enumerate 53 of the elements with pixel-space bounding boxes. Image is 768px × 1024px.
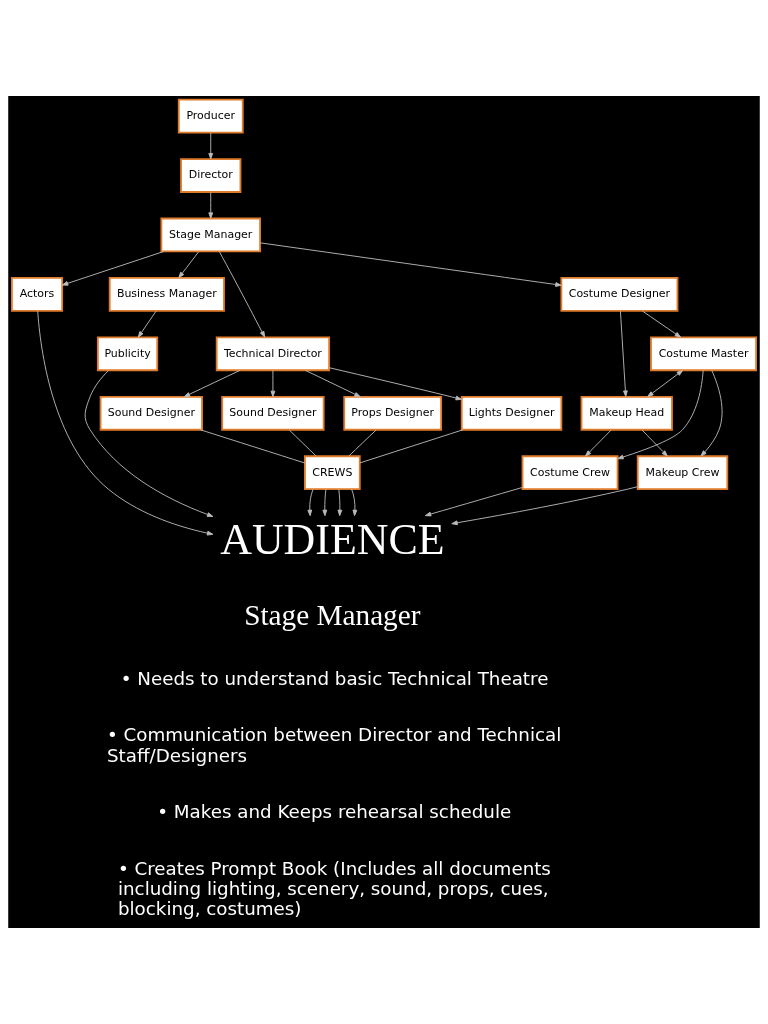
node-box: Producer [177, 98, 244, 134]
node-box: Makeup Crew [636, 455, 729, 491]
node-box: Costume Designer [560, 277, 679, 312]
node-box: Costume Master [650, 336, 758, 372]
connector [199, 429, 306, 464]
connector [359, 429, 464, 464]
arrow [307, 488, 314, 517]
arrow [137, 310, 157, 338]
node-box: Actors [10, 277, 64, 312]
arrow [641, 429, 668, 457]
arrow [61, 251, 165, 286]
connector [288, 429, 317, 457]
arrow [37, 310, 214, 536]
arrow [183, 369, 241, 398]
node-box: Sound Designer [221, 395, 325, 431]
arrow [260, 242, 562, 287]
node-box: Lights Designer [460, 395, 563, 431]
node-box: CREWS [304, 455, 361, 491]
node-box: Sound Designer [99, 395, 203, 431]
arrow [270, 370, 276, 398]
node-box: Technical Director [215, 336, 331, 372]
label: • Communication between Director and Technical Staff/Designers [106, 724, 562, 766]
arrow [208, 191, 214, 219]
arrow [617, 370, 704, 460]
arrow [619, 310, 628, 397]
label: Stage Manager [244, 599, 421, 632]
label: • Creates Prompt Book (Includes all documents including lighting, scenery, sound, props, cues, blocking, costumes) [117, 857, 551, 920]
arrow [84, 369, 214, 517]
connector [348, 429, 377, 457]
label: • Makes and Keeps rehearsal schedule [157, 801, 512, 823]
arrow [208, 132, 214, 160]
arrow [322, 488, 328, 517]
node-box: Publicity [96, 336, 159, 372]
arrow [641, 310, 682, 338]
arrow [337, 488, 343, 517]
arrow [304, 369, 361, 398]
arrow [328, 367, 462, 401]
node-box: Props Designer [343, 395, 443, 431]
arrow [351, 488, 358, 517]
arrow [700, 369, 723, 457]
label: • Needs to understand basic Technical Theatre [120, 667, 549, 689]
arrow [424, 487, 523, 517]
node-box: Business Manager [108, 277, 225, 312]
node-box: Director [180, 158, 242, 193]
arrow [218, 251, 266, 338]
node-box: Costume Crew [521, 455, 619, 491]
node-box: Makeup Head [580, 395, 673, 431]
arrow [647, 370, 683, 398]
arrow [451, 486, 639, 526]
node-text: AUDIENCE [220, 515, 445, 564]
arrow [178, 251, 200, 279]
arrow [585, 429, 612, 457]
node-box: Stage Manager [160, 217, 262, 253]
